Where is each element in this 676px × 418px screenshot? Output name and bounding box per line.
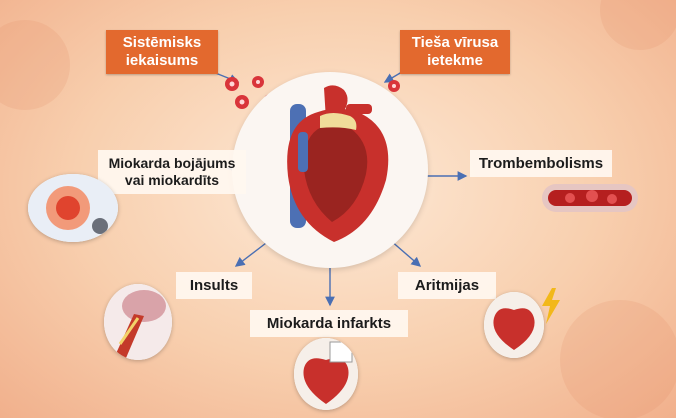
label-myocardium-line2: vai miokardīts (106, 172, 238, 189)
arrhythmia-image (484, 292, 544, 358)
blood-vessel-icon (540, 180, 642, 216)
cause-systemic-line1: Sistēmisks (112, 34, 212, 52)
heart-icon (262, 82, 402, 252)
cause-systemic-line2: iekaisums (112, 52, 212, 70)
brain-icon (104, 284, 172, 360)
myocardium-image (28, 174, 118, 242)
cause-direct-line1: Tieša vīrusa (406, 34, 504, 52)
heart-attack-icon (294, 338, 358, 410)
cause-direct-line2: ietekme (406, 52, 504, 70)
infarction-image (294, 338, 358, 410)
label-stroke: Insults (176, 272, 252, 299)
inflamed-tissue-icon (28, 174, 118, 242)
cause-systemic-inflammation: Sistēmisks iekaisums (106, 30, 218, 74)
label-infarction: Miokarda infarkts (250, 310, 408, 337)
stroke-image (104, 284, 172, 360)
label-myocardium: Miokarda bojājums vai miokardīts (98, 150, 246, 194)
cause-direct-virus: Tieša vīrusa ietekme (400, 30, 510, 74)
label-thromboembolism: Trombembolisms (470, 150, 612, 177)
label-arrhythmia: Aritmijas (398, 272, 496, 299)
heart-rhythm-icon (484, 292, 544, 358)
lightning-icon (538, 288, 564, 324)
label-myocardium-line1: Miokarda bojājums (106, 155, 238, 172)
